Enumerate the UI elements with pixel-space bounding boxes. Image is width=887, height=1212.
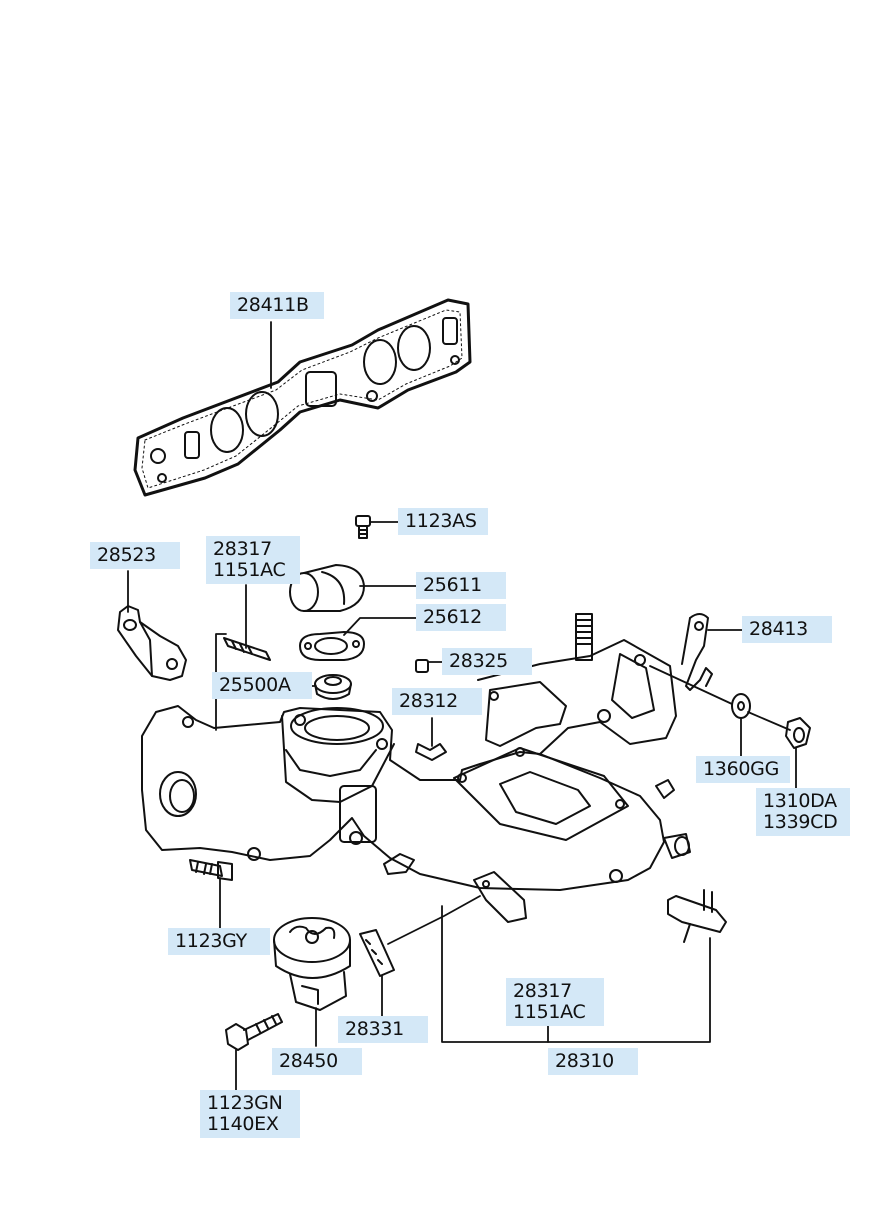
- label-28317-1151ac-top: 28317 1151AC: [206, 536, 300, 584]
- sensor-right: [667, 889, 727, 943]
- label-28450: 28450: [272, 1048, 362, 1075]
- label-25500a: 25500A: [212, 672, 312, 699]
- label-1310da-1339cd: 1310DA 1339CD: [756, 788, 850, 836]
- stud-28317-top: [223, 637, 271, 661]
- label-28310: 28310: [548, 1048, 638, 1075]
- label-25612: 25612: [416, 604, 506, 631]
- label-28325: 28325: [442, 648, 532, 675]
- manifold-gasket: [133, 298, 472, 497]
- label-1123gn-1140ex: 1123GN 1140EX: [200, 1090, 300, 1138]
- gasket-28331: [359, 929, 395, 977]
- bolt-1123gn: [225, 1013, 283, 1051]
- water-outlet-25611: [289, 564, 365, 612]
- plug-28325: [415, 659, 429, 673]
- label-28411b: 28411B: [230, 292, 324, 319]
- gasket-25612: [299, 631, 365, 661]
- lever-28413: [681, 613, 713, 691]
- label-28331: 28331: [338, 1016, 428, 1043]
- intake-manifold-28310: [141, 613, 691, 923]
- label-28413: 28413: [742, 616, 832, 643]
- label-1360gg: 1360GG: [696, 756, 790, 783]
- label-25611: 25611: [416, 572, 506, 599]
- washer-1360gg: [731, 693, 751, 719]
- cap-25500a: [314, 674, 352, 700]
- bolt-1123gy: [189, 859, 233, 881]
- label-1123gy: 1123GY: [168, 928, 270, 955]
- label-28312: 28312: [392, 688, 482, 715]
- hose-28312: [415, 743, 447, 761]
- label-28317-1151ac-bottom: 28317 1151AC: [506, 978, 604, 1026]
- label-28523: 28523: [90, 542, 180, 569]
- nut-1310da: [785, 717, 811, 749]
- egr-valve-28450: [273, 917, 351, 1011]
- bolt-1123as: [355, 515, 371, 539]
- label-1123as: 1123AS: [398, 508, 488, 535]
- bracket-28523: [117, 605, 187, 681]
